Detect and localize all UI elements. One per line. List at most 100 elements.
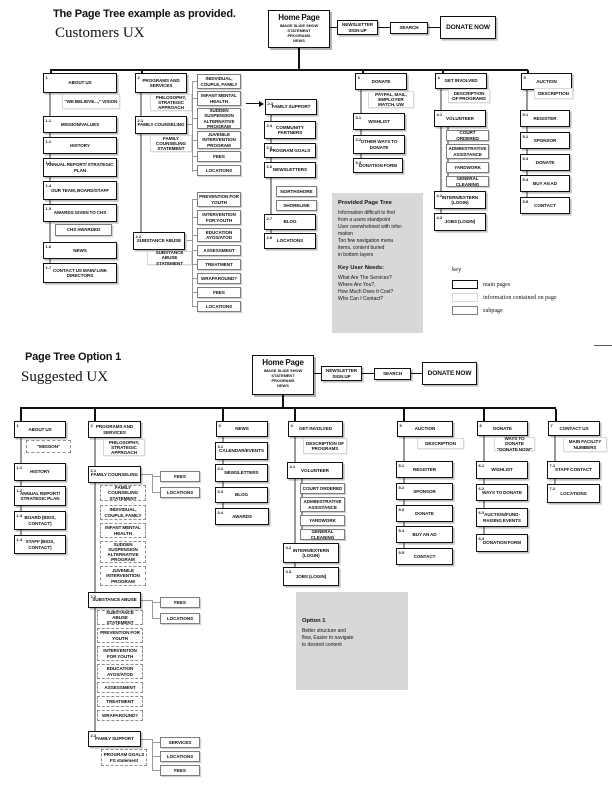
node-prevention-for-youth: PREVENTION FOR YOUTH [97,628,143,643]
node-number: 5.1 [398,462,405,468]
info-on-page-swatch-icon [452,293,478,302]
connector-line [152,600,154,619]
node-description-of-programs: DESCRIPTION OF PROGRAMS [303,438,347,454]
connector-line [153,492,160,494]
connector-line [294,437,296,567]
connector-line [20,407,556,409]
node-northshore: NORTHSHORE [276,186,317,197]
connector-line [440,88,442,214]
note-option-1: Option 1 Better structure and flow, Easi… [296,592,408,690]
node-number: 6 [479,422,482,428]
node-number: 3.4 [217,509,224,515]
node-label: BUY AN AD [412,531,437,537]
node-fees: FEES [160,471,200,482]
connector-line [193,250,197,252]
node-locations: LOCATIONS [197,301,241,312]
node-number: 3.2 [355,136,362,142]
node-label: ANNUAL REPORT/ STRATEGIC PLAN [46,162,114,173]
node-locations: LOCATIONS [160,487,200,498]
node-number: 4.3 [285,568,292,574]
node-label: DONATE NOW [446,23,490,31]
connector-line [527,70,529,74]
node-label: NEWS [235,426,249,432]
node-label: GENERAL CLEANING [455,176,480,187]
node-label: DONATE [535,159,555,165]
node-label: "MISSION" [36,443,61,449]
node-label: NORTHSHORE [280,188,313,194]
node-label: YARDWORK [454,164,481,170]
connector-line [442,70,444,74]
node-label: DONATION FORM [482,540,521,546]
node-infant-mental-health: INFANT MENTAL HEALTH [100,523,146,538]
node-label: LOCATIONS [166,615,194,621]
node-search: SEARCH [374,368,411,380]
node-fees: FEES [197,287,241,298]
node-label: SEARCH [382,371,403,377]
node-number: 2.3 [90,732,97,738]
node-label: LOCATIONS [166,489,194,495]
connector-line [152,474,154,493]
node-yardwork: YARDWORK [446,162,489,173]
node-number: 1.4 [45,182,52,188]
node-label: LOCATIONS [166,753,194,759]
node-label: EDUCATION AYOS/ATOD [205,229,233,240]
node-label: LOCATIONS [205,303,233,309]
connector-line [193,235,197,237]
node-label: FEES [213,289,225,295]
node-number: 3 [357,74,360,80]
node-label: PROGRAM GOALS [269,147,311,153]
node-label: BLOG [283,219,297,225]
node-court-ordered: COURT ORDERED [446,130,489,141]
node-sudden-suspension-alternative-program: SUDDEN SUSPENSION ALTERNATIVE PROGRAM [100,541,146,563]
node-number: 7 [550,422,553,428]
node-education-ayos-atod: EDUCATION AYOS/ATOD [97,664,143,679]
node-program-goals-fs-statement: PROGRAM GOALS FS statement [101,749,147,766]
node-number: 4.3 [436,214,443,220]
node-label: DONATE [371,78,391,84]
node-fees: FEES [160,597,200,608]
node-label: SUBSTANCE ABUSE STATEMENT [106,609,134,626]
connector-line [193,170,197,172]
connector-line [594,345,612,346]
node-number: 2.2 [135,233,142,239]
node-label: COMMUNITY PARTNERS [276,124,304,135]
node-label: SUDDEN SUSPENSION ALTERNATIVE PROGRAM [107,541,139,563]
node-number: 2.8 [266,234,273,240]
connector-line [94,409,96,421]
node-label: DONATE NOW [427,369,472,377]
node-number: 2 [137,74,140,80]
node-label: WISHLIST [491,467,513,473]
connector-line [153,742,160,744]
node-number: 1.5 [45,205,52,211]
node-administrative-assistance: ADMINISTRATIVE ASSISTANCE [446,144,489,159]
node-label: WRAPAROUND? [101,712,139,718]
connector-line [378,27,390,29]
node-family-counseling-statement: FAMILY COUNSELING STATEMENT [100,485,146,501]
node-subtext: IMAGE SLIDE SHOW STATEMENT PROGRAMS NEWS [263,368,303,389]
main-page-swatch-icon [452,280,478,289]
node-number: 1.1 [45,117,52,123]
node-label: SHORELINE [283,202,310,208]
node-label: SUBSTANCE ABUSE STATEMENT [155,250,184,266]
node-number: 4 [437,74,440,80]
connector-line [193,98,197,100]
node-label: BUY AN AD [532,180,558,186]
node-label: Home Page [278,13,320,22]
node-number: 1 [45,74,48,80]
node-label: GENERAL CLEANING [310,529,335,540]
node-description: DESCRIPTION [534,88,573,99]
node-label: ADMINISTRATIVE ASSISTANCE [448,146,487,157]
arrowhead-icon [259,100,264,107]
